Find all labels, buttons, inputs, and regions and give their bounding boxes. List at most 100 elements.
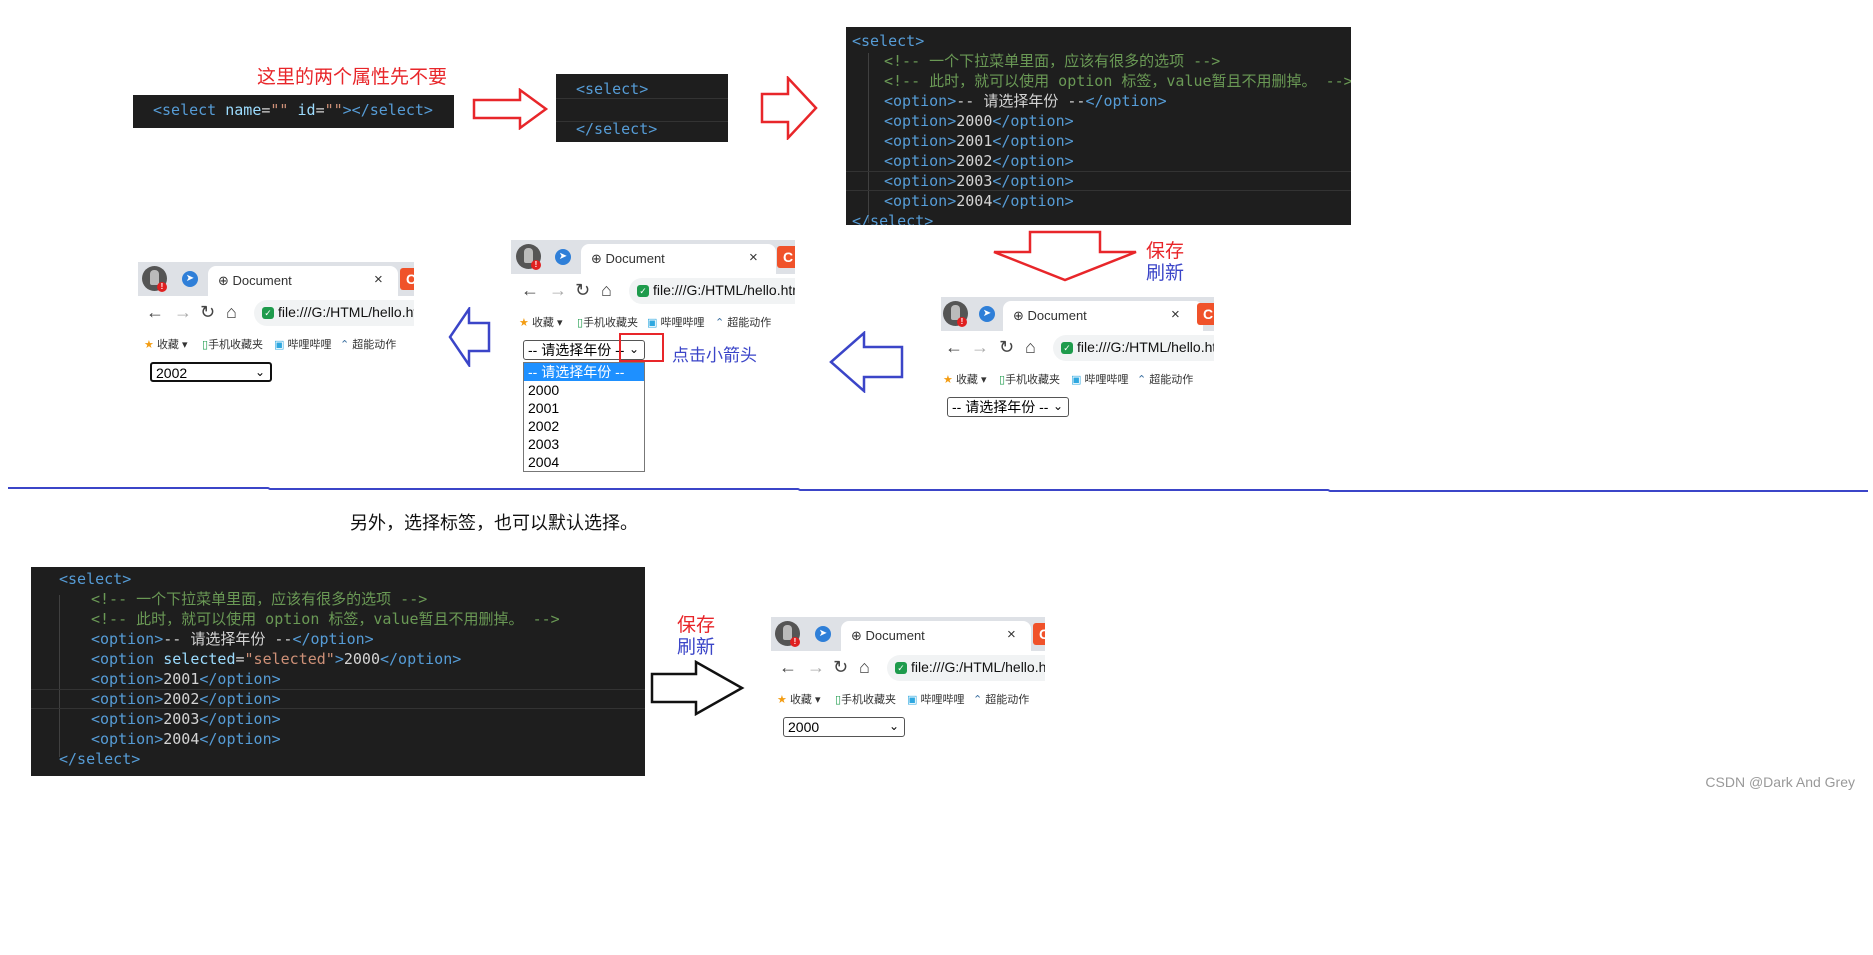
phone-icon: ▯ — [835, 694, 842, 706]
forward-icon[interactable]: → — [807, 657, 825, 677]
dropdown-option[interactable]: 2002 — [528, 418, 560, 434]
code-line: <option>2004</option> — [91, 730, 281, 748]
code-panel-bottom: <select> <!-- 一个下拉菜单里面，应该有很多的选项 --> <!--… — [31, 567, 645, 776]
bookmark-action[interactable]: ⌃ 超能动作 — [1137, 374, 1194, 386]
bookmark-bilibili[interactable]: ▣ 哔哩哔哩 — [647, 317, 705, 329]
csdn-tab-icon[interactable]: C — [1033, 623, 1045, 645]
globe-icon: ⊕ — [591, 251, 602, 266]
address-bar[interactable]: ✓ file:///G:/HTML/hello.html — [254, 300, 414, 326]
bookmark-mobile[interactable]: ▯手机收藏夹 — [999, 374, 1061, 386]
send-icon[interactable]: ➤ — [555, 249, 571, 265]
chevron-down-icon[interactable]: ⌄ — [628, 342, 639, 356]
year-select[interactable]: 2002⌄ — [150, 362, 272, 382]
tab-document[interactable]: ⊕ Document × — [1003, 301, 1203, 331]
chevron-down-icon[interactable]: ⌄ — [1052, 399, 1063, 413]
close-icon[interactable]: × — [749, 249, 758, 266]
tab-document[interactable]: ⊕ Document × — [841, 621, 1031, 651]
url-text: file:///G:/HTML/hello.html — [653, 282, 795, 298]
code-line: <option>2002</option> — [884, 152, 1074, 170]
code-line: <select> — [852, 32, 925, 50]
bookmarks-bar: ★ 收藏 ▾ ▯手机收藏夹 ▣ 哔哩哔哩 ⌃ 超能动作 — [511, 308, 795, 337]
reload-icon[interactable]: ↻ — [200, 302, 216, 322]
nav-bar: ← → ↻ ⌂ ✓ file:///G:/HTML/hello.html — [138, 296, 414, 330]
code-line: <option>2000</option> — [884, 112, 1074, 130]
bookmark-bilibili[interactable]: ▣ 哔哩哔哩 — [1071, 374, 1129, 386]
globe-icon: ⊕ — [218, 273, 229, 288]
address-bar[interactable]: ✓ file:///G:/HTML/hello.html — [887, 655, 1045, 681]
home-icon[interactable]: ⌂ — [226, 302, 237, 322]
back-icon[interactable]: ← — [779, 657, 797, 677]
close-icon[interactable]: × — [1171, 306, 1180, 323]
tab-bar: ! ➤ ⊕ Document × C — [941, 297, 1214, 331]
reload-icon[interactable]: ↻ — [833, 657, 849, 677]
phone-icon: ▯ — [577, 317, 584, 329]
wing-icon: ⌃ — [715, 317, 725, 329]
bookmark-action[interactable]: ⌃ 超能动作 — [973, 694, 1030, 706]
bookmark-action[interactable]: ⌃ 超能动作 — [340, 339, 397, 351]
dropdown-option[interactable]: 2003 — [528, 436, 560, 452]
bookmark-bilibili[interactable]: ▣ 哔哩哔哩 — [907, 694, 965, 706]
page-content: -- 请选择年份 --⌄ — [941, 393, 1214, 423]
bookmark-favorites[interactable]: ★ 收藏 ▾ — [519, 317, 563, 329]
dropdown-option[interactable]: -- 请选择年份 -- — [524, 363, 644, 381]
close-icon[interactable]: × — [374, 271, 383, 288]
csdn-tab-icon[interactable]: C — [777, 246, 795, 268]
url-text: file:///G:/HTML/hello.html — [278, 304, 414, 320]
avatar[interactable] — [516, 244, 541, 269]
bookmark-favorites[interactable]: ★ 收藏 ▾ — [777, 694, 821, 706]
back-icon[interactable]: ← — [146, 302, 164, 322]
send-icon[interactable]: ➤ — [979, 306, 995, 322]
forward-icon[interactable]: → — [971, 337, 989, 357]
csdn-tab-icon[interactable]: C — [400, 268, 414, 290]
address-bar[interactable]: ✓ file:///G:/HTML/hello.html — [629, 278, 795, 304]
chevron-down-icon[interactable]: ⌄ — [254, 365, 265, 379]
wing-icon: ⌃ — [1137, 374, 1147, 386]
dropdown-option[interactable]: 2001 — [528, 400, 560, 416]
nav-bar: ← → ↻ ⌂ ✓ file:///G:/HTML/hello.html — [941, 331, 1214, 365]
page-content: 2000⌄ — [771, 713, 1045, 763]
year-select[interactable]: -- 请选择年份 --⌄ — [947, 397, 1069, 417]
forward-icon[interactable]: → — [174, 302, 192, 322]
bookmark-bilibili[interactable]: ▣ 哔哩哔哩 — [274, 339, 332, 351]
dropdown-option[interactable]: 2000 — [528, 382, 560, 398]
code-line: <option>2003</option> — [884, 172, 1074, 190]
chevron-down-icon[interactable]: ⌄ — [888, 719, 899, 733]
address-bar[interactable]: ✓ file:///G:/HTML/hello.html — [1053, 335, 1214, 361]
bookmark-favorites[interactable]: ★ 收藏 ▾ — [943, 374, 987, 386]
bookmark-mobile[interactable]: ▯手机收藏夹 — [577, 317, 639, 329]
bookmark-favorites[interactable]: ★ 收藏 ▾ — [144, 339, 188, 351]
year-dropdown: -- 请选择年份 -- 2000 2001 2002 2003 2004 — [523, 362, 645, 472]
tab-document[interactable]: ⊕ Document × — [208, 266, 398, 296]
bilibili-icon: ▣ — [907, 694, 918, 706]
back-icon[interactable]: ← — [521, 280, 539, 300]
forward-icon[interactable]: → — [549, 280, 567, 300]
reload-icon[interactable]: ↻ — [999, 337, 1015, 357]
bookmark-mobile[interactable]: ▯手机收藏夹 — [835, 694, 897, 706]
home-icon[interactable]: ⌂ — [1025, 337, 1036, 357]
send-icon[interactable]: ➤ — [182, 271, 198, 287]
highlight-box — [619, 333, 664, 362]
note-refresh: 刷新 — [1146, 263, 1185, 284]
home-icon[interactable]: ⌂ — [859, 657, 870, 677]
reload-icon[interactable]: ↻ — [575, 280, 591, 300]
close-icon[interactable]: × — [1007, 626, 1016, 643]
back-icon[interactable]: ← — [945, 337, 963, 357]
bookmark-action[interactable]: ⌃ 超能动作 — [715, 317, 772, 329]
tab-document[interactable]: ⊕ Document × — [581, 244, 776, 274]
alert-badge-icon: ! — [790, 637, 800, 647]
secure-icon: ✓ — [1061, 342, 1073, 354]
csdn-tab-icon[interactable]: C — [1197, 303, 1214, 325]
star-icon: ★ — [144, 339, 154, 351]
home-icon[interactable]: ⌂ — [601, 280, 612, 300]
dropdown-option[interactable]: 2004 — [528, 454, 560, 470]
tab-title: Document — [865, 628, 925, 643]
year-select[interactable]: 2000⌄ — [783, 717, 905, 737]
bookmark-mobile[interactable]: ▯手机收藏夹 — [202, 339, 264, 351]
note-no-attributes: 这里的两个属性先不要 — [257, 67, 448, 88]
tab-bar: ! ➤ ⊕ Document × C — [771, 617, 1045, 651]
star-icon: ★ — [777, 694, 787, 706]
year-select[interactable]: -- 请选择年份 --⌄ — [523, 340, 645, 360]
code-line: <option>2004</option> — [884, 192, 1074, 210]
alert-badge-icon: ! — [531, 260, 541, 270]
send-icon[interactable]: ➤ — [815, 626, 831, 642]
